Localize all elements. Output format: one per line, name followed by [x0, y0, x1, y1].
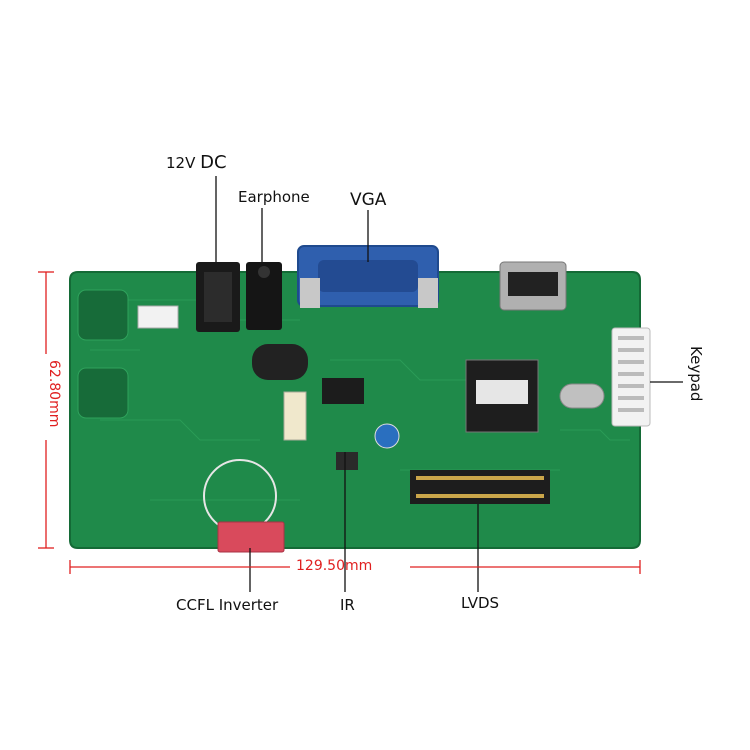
left-cutout: [77, 289, 129, 341]
earphone-label: Earphone: [238, 188, 310, 206]
vga-label: VGA: [350, 190, 387, 210]
dc-voltage: 12V: [166, 154, 196, 172]
lvds-connector: [410, 470, 550, 504]
callout-lines: [215, 176, 683, 592]
keypad-label: Keypad: [687, 346, 705, 402]
height-dimension-label: 62.80mm: [46, 360, 62, 428]
top-left-header: [137, 305, 179, 329]
dc-label: 12V DC: [166, 152, 227, 173]
ir-sensor: [336, 452, 358, 470]
ccfl-inverter-label: CCFL Inverter: [176, 596, 279, 614]
audio-chip: [322, 378, 364, 404]
ir-label: IR: [340, 596, 355, 614]
ccfl-connector: [217, 521, 285, 553]
earphone-jack: [246, 262, 282, 330]
capacitor: [252, 344, 308, 380]
left-cutout-2: [77, 367, 129, 419]
round-capacitor: [374, 423, 400, 449]
width-dimension-label: 129.50mm: [296, 558, 373, 574]
crystal: [559, 383, 605, 409]
dc-text: DC: [200, 152, 227, 173]
keypad-connector: [611, 327, 651, 427]
speaker-header: [283, 391, 307, 441]
lvds-label: LVDS: [461, 594, 500, 612]
height-dimension-line: [38, 271, 54, 549]
width-dimension-line: [69, 560, 641, 574]
